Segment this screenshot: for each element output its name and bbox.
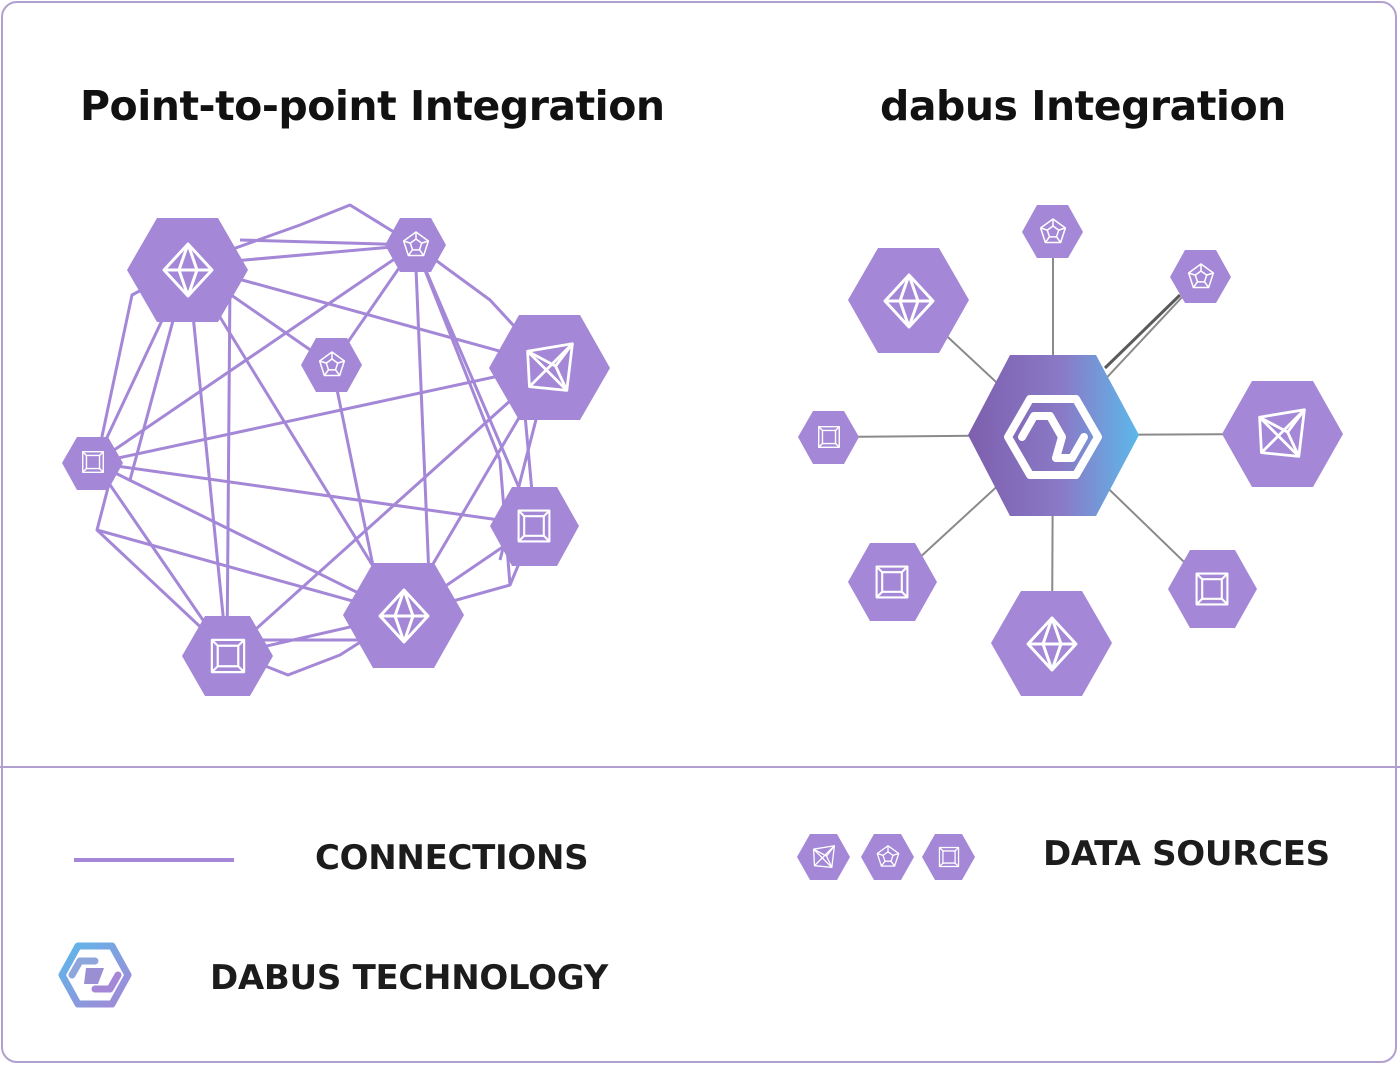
point-to-point-title: Point-to-point Integration bbox=[80, 82, 665, 130]
left-node-tetrahedron bbox=[489, 315, 610, 420]
left-node-dodecahedron-top bbox=[385, 218, 446, 272]
left-node-octahedron-large bbox=[127, 218, 248, 322]
data-sources-legend-icons bbox=[797, 834, 975, 880]
right-node-cube-small bbox=[798, 411, 859, 464]
data-sources-legend-label: DATA SOURCES bbox=[1043, 834, 1330, 874]
legend-cube-node bbox=[922, 834, 975, 880]
legend-tetrahedron-node bbox=[797, 834, 850, 880]
right-node-tetrahedron bbox=[1222, 381, 1343, 487]
left-node-cube-right bbox=[490, 487, 579, 566]
point-to-point-connections bbox=[93, 203, 552, 677]
dabus-technology-legend-icon bbox=[58, 942, 132, 1008]
left-node-cube-small bbox=[62, 437, 123, 490]
right-node-dodecahedron-top bbox=[1022, 205, 1083, 258]
dabus-logo-icon bbox=[1004, 395, 1102, 479]
dabus-technology-legend-label: DABUS TECHNOLOGY bbox=[210, 958, 608, 998]
right-node-dodecahedron-right bbox=[1170, 250, 1231, 303]
hub-connection-emphasis bbox=[1103, 293, 1182, 370]
right-node-cube-right bbox=[1168, 550, 1257, 628]
legend-dodecahedron-node bbox=[861, 834, 914, 880]
right-node-octahedron-top bbox=[848, 248, 969, 353]
left-node-cube-bottom bbox=[182, 616, 273, 696]
dabus-integration-title: dabus Integration bbox=[880, 82, 1286, 130]
left-node-octahedron-bottom bbox=[343, 563, 464, 668]
right-node-octahedron-bottom bbox=[991, 591, 1112, 696]
legend-divider bbox=[0, 766, 1400, 768]
left-node-dodecahedron-center bbox=[301, 338, 362, 392]
connections-legend-label: CONNECTIONS bbox=[315, 838, 589, 878]
right-node-cube-left bbox=[848, 543, 937, 621]
dabus-hub bbox=[968, 355, 1139, 516]
